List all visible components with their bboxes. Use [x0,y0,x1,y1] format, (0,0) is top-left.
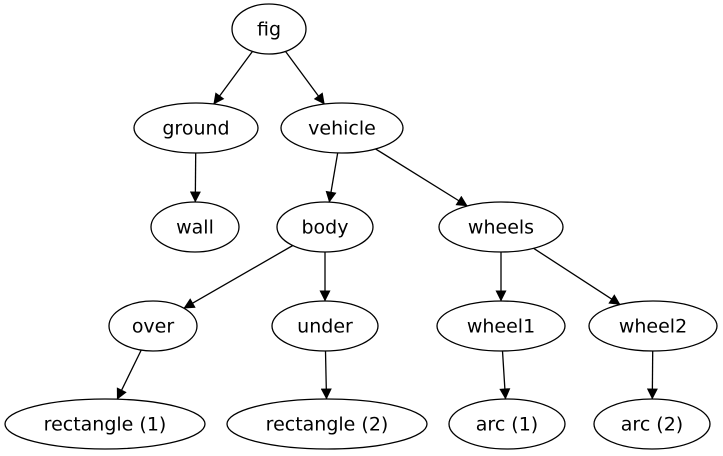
node-wall-shape [150,201,240,253]
node-under-label: under [297,316,353,338]
edge-fig-ground [213,51,254,105]
edge-wheels-wheel2 [533,247,621,306]
node-arc2-shape [593,398,711,450]
nodes-layer: fig ground vehicle wall body wheels over under w… [4,3,718,450]
node-wall: wall [150,201,240,253]
node-wall-label: wall [176,217,214,239]
edge-fig-vehicle [284,51,325,105]
edges-layer [116,51,658,400]
node-over-shape [108,300,198,352]
node-body-shape [276,201,374,253]
node-vehicle-shape [280,102,404,154]
node-ground: ground [133,102,259,154]
edge-over-rectangle1 [116,349,142,400]
node-wheels: wheels [438,201,564,253]
node-under-shape [271,300,379,352]
edge-vehicle-body [325,152,339,203]
node-wheel1-label: wheel1 [467,316,535,338]
node-rectangle1: rectangle (1) [4,398,206,450]
node-fig-label: fig [257,19,281,41]
node-wheel2-shape [588,300,718,352]
node-wheel2-label: wheel2 [619,316,687,338]
node-vehicle-label: vehicle [308,118,376,140]
node-rectangle2-label: rectangle (2) [266,414,389,436]
node-arc1-label: arc (1) [476,414,538,436]
node-wheel2: wheel2 [588,300,718,352]
node-rectangle2: rectangle (2) [226,398,428,450]
node-over: over [108,300,198,352]
node-rectangle1-shape [4,398,206,450]
edge-wheel1-arc1 [499,350,511,400]
node-body: body [276,201,374,253]
node-fig: fig [231,3,307,55]
node-arc1: arc (1) [448,398,566,450]
edge-vehicle-wheels [375,148,468,207]
node-wheels-shape [438,201,564,253]
node-fig-shape [231,3,307,55]
node-rectangle2-shape [226,398,428,450]
node-wheel1: wheel1 [436,300,566,352]
node-wheels-label: wheels [468,217,534,239]
node-arc2: arc (2) [593,398,711,450]
node-ground-label: ground [162,118,229,140]
node-arc1-shape [448,398,566,450]
node-vehicle: vehicle [280,102,404,154]
edge-under-rectangle2 [320,350,332,400]
node-wheel1-shape [436,300,566,352]
node-arc2-label: arc (2) [621,414,683,436]
node-over-label: over [132,316,175,338]
edge-body-over [183,244,294,309]
node-ground-shape [133,102,259,154]
node-under: under [271,300,379,352]
node-rectangle1-label: rectangle (1) [44,414,167,436]
node-body-label: body [302,217,349,239]
